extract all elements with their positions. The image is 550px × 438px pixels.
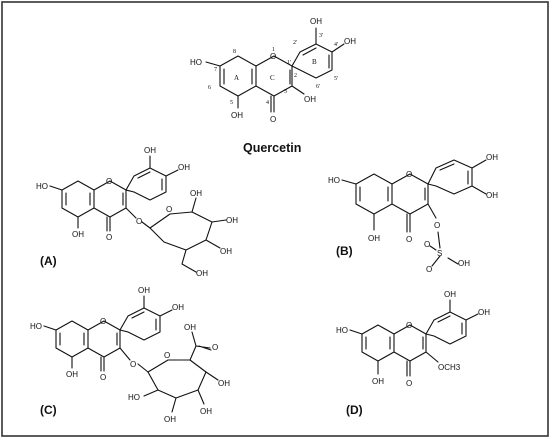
quercetin-title: Quercetin	[243, 141, 301, 155]
position-6p: 6'	[316, 84, 320, 90]
c-ho-7: HO	[30, 322, 42, 331]
b-s-oxo-1: O	[424, 240, 430, 249]
a-sugar-oh-3: OH	[220, 247, 232, 256]
position-4: 4	[266, 100, 269, 106]
c-oh-5: OH	[66, 370, 78, 379]
ring-b-label: B	[312, 58, 317, 66]
c-acid-o: O	[212, 343, 218, 352]
b-s-oxo-2: O	[426, 265, 432, 274]
position-2: 2	[294, 73, 297, 79]
a-sugar-o: O	[166, 205, 172, 214]
a-sugar-oh-2: OH	[226, 216, 238, 225]
ring-a-label: A	[234, 74, 239, 82]
quercetin-oh-5: OH	[231, 111, 243, 120]
a-oh-5: OH	[72, 230, 84, 239]
c-o1: O	[100, 317, 106, 326]
position-3p: 3'	[319, 33, 323, 39]
a-o-glyco: O	[136, 217, 142, 226]
position-4p: 4'	[334, 42, 338, 48]
d-oh-4p: OH	[478, 308, 490, 317]
c-oh-3p: OH	[138, 286, 150, 295]
c-sugar-oh-3: OH	[164, 415, 176, 424]
structure-c	[43, 295, 219, 413]
b-oh-4p: OH	[486, 191, 498, 200]
a-oh-4p: OH	[178, 163, 190, 172]
d-o-4: O	[406, 379, 412, 388]
panel-label-b: (B)	[336, 244, 353, 258]
ring-c-label: C	[270, 74, 275, 82]
d-oh-3p: OH	[444, 290, 456, 299]
b-s-oh: OH	[458, 259, 470, 268]
panel-label-d: (D)	[346, 403, 363, 417]
c-sugar-o: O	[164, 351, 170, 360]
position-2p: 2'	[293, 40, 297, 46]
c-acid-oh: OH	[184, 323, 196, 332]
position-6: 6	[208, 85, 211, 91]
d-oh-5: OH	[372, 377, 384, 386]
quercetin-o1: O	[270, 52, 276, 61]
structure-a	[49, 155, 227, 273]
c-o-4: O	[100, 373, 106, 382]
position-8: 8	[233, 49, 236, 55]
d-och3: OCH3	[438, 363, 461, 372]
c-o-glyco: O	[130, 360, 136, 369]
a-sugar-oh-4: OH	[196, 269, 208, 278]
b-ho-7: HO	[328, 176, 340, 185]
quercetin-oh-3: OH	[304, 95, 316, 104]
a-oh-3p: OH	[144, 146, 156, 155]
a-sugar-oh-1: OH	[190, 189, 202, 198]
b-oh-5: OH	[368, 234, 380, 243]
structure-d	[349, 299, 479, 377]
c-sugar-ho: HO	[128, 393, 140, 402]
b-sulfur: S	[437, 249, 442, 258]
position-1: 1	[272, 47, 275, 53]
quercetin-structure	[205, 27, 345, 113]
b-o1: O	[406, 170, 412, 179]
b-oh-3p: OH	[486, 153, 498, 162]
quercetin-o-4: O	[270, 115, 276, 124]
position-3: 3	[284, 89, 287, 95]
position-7: 7	[214, 67, 217, 73]
a-o1: O	[106, 177, 112, 186]
d-ho-7: HO	[336, 326, 348, 335]
quercetin-oh-4p: OH	[344, 37, 356, 46]
position-5p: 5'	[334, 76, 338, 82]
position-1p: 1'	[287, 60, 291, 66]
quercetin-ho-7: HO	[190, 58, 202, 67]
a-o-4: O	[106, 233, 112, 242]
c-sugar-oh-1: OH	[218, 379, 230, 388]
d-o1: O	[406, 321, 412, 330]
quercetin-oh-3p: OH	[310, 17, 322, 26]
panel-label-c: (C)	[40, 403, 57, 417]
b-o-3: O	[434, 221, 440, 230]
position-5: 5	[230, 100, 233, 106]
b-o-4: O	[406, 235, 412, 244]
structure-b	[341, 159, 487, 267]
a-ho-7: HO	[36, 182, 48, 191]
panel-label-a: (A)	[40, 254, 57, 268]
c-sugar-oh-2: OH	[200, 407, 212, 416]
c-oh-4p: OH	[172, 303, 184, 312]
